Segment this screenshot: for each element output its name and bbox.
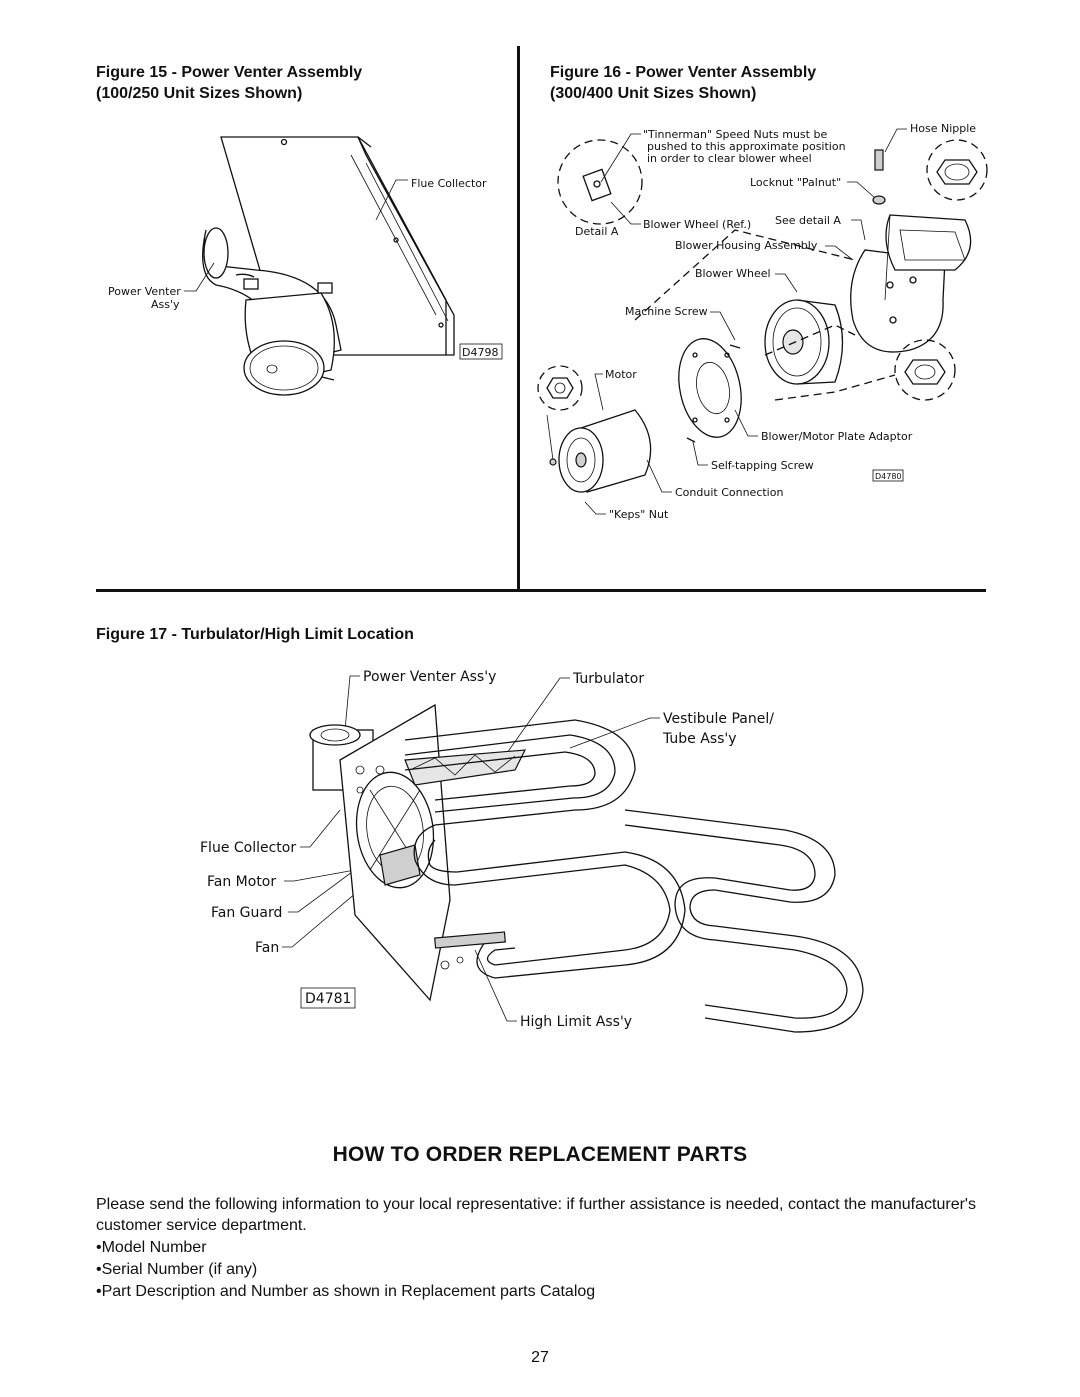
label-fan-motor: Fan Motor xyxy=(207,874,276,890)
label-power-venter: Power Venter xyxy=(108,285,181,298)
figure-16-drawing: Detail A "Tinnerman" Speed Nuts must be … xyxy=(537,122,988,521)
label-hose-nipple: Hose Nipple xyxy=(910,122,976,135)
label-locknut: Locknut "Palnut" xyxy=(750,176,841,189)
blower-motor-plate xyxy=(678,338,742,438)
page-number: 27 xyxy=(531,1349,549,1366)
figure-15-title: Figure 15 - Power Venter Assembly (100/2… xyxy=(96,62,362,104)
label-high-limit: High Limit Ass'y xyxy=(520,1014,632,1030)
detail-a-circle xyxy=(557,139,643,225)
nut-detail-circle xyxy=(926,139,988,201)
label-flue-collector: Flue Collector xyxy=(411,177,487,190)
label-tinnerman-3: in order to clear blower wheel xyxy=(647,152,812,165)
label-machine-screw: Machine Screw xyxy=(625,305,708,318)
figure-17-drawing: Power Venter Ass'y Turbulator Vestibule … xyxy=(200,669,864,1033)
figure-16-title: Figure 16 - Power Venter Assembly (300/4… xyxy=(550,62,816,104)
high-limit-part xyxy=(434,931,506,949)
label-blower-motor-plate: Blower/Motor Plate Adaptor xyxy=(761,430,913,443)
label-power-venter-assy: Power Venter Ass'y xyxy=(363,669,496,685)
label-detail-a: Detail A xyxy=(575,225,619,238)
figure-15-title-line2: (100/250 Unit Sizes Shown) xyxy=(96,85,303,102)
label-tinnerman-1: "Tinnerman" Speed Nuts must be xyxy=(643,128,827,141)
turbulator-part xyxy=(404,749,527,786)
label-d4798: D4798 xyxy=(462,346,498,359)
horizontal-divider xyxy=(96,589,986,592)
label-fan-guard: Fan Guard xyxy=(211,905,282,921)
label-tube-assy: Tube Ass'y xyxy=(662,731,737,747)
label-see-detail-a: See detail A xyxy=(775,214,841,227)
figure-17-title: Figure 17 - Turbulator/High Limit Locati… xyxy=(96,626,414,643)
label-blower-wheel: Blower Wheel xyxy=(695,267,771,280)
label-conduit: Conduit Connection xyxy=(675,486,783,499)
bullet-part-description: •Part Description and Number as shown in… xyxy=(96,1283,596,1300)
label-blower-wheel-ref: Blower Wheel (Ref.) xyxy=(643,218,751,231)
figure-16-title-line2: (300/400 Unit Sizes Shown) xyxy=(550,85,757,102)
figure-15-drawing: Flue Collector Power Venter Ass'y D4798 xyxy=(108,136,503,396)
bullet-serial-number: •Serial Number (if any) xyxy=(96,1261,258,1278)
label-tinnerman-2: pushed to this approximate position xyxy=(647,140,846,153)
label-flue-collector-17: Flue Collector xyxy=(200,840,296,856)
section-heading: HOW TO ORDER REPLACEMENT PARTS xyxy=(332,1143,748,1166)
label-self-tapping: Self-tapping Screw xyxy=(711,459,814,472)
intro-paragraph: Please send the following information to… xyxy=(96,1196,976,1234)
blower-housing-300 xyxy=(850,249,946,353)
keps-nut-detail-circle xyxy=(537,365,583,411)
figure-16-title-line1: Figure 16 - Power Venter Assembly xyxy=(550,64,817,81)
bullet-model-number: •Model Number xyxy=(96,1239,207,1256)
label-motor: Motor xyxy=(605,368,637,381)
label-turbulator: Turbulator xyxy=(572,671,644,687)
vertical-divider xyxy=(517,46,520,590)
label-power-venter-assy: Ass'y xyxy=(151,298,180,311)
label-fan: Fan xyxy=(255,940,279,956)
tube-assembly xyxy=(404,719,864,1033)
figure-15-title-line1: Figure 15 - Power Venter Assembly xyxy=(96,64,363,81)
label-d4781: D4781 xyxy=(305,991,351,1007)
label-keps-nut: "Keps" Nut xyxy=(609,508,669,521)
label-vestibule-panel: Vestibule Panel/ xyxy=(663,711,774,727)
label-d4780: D4780 xyxy=(875,472,902,481)
